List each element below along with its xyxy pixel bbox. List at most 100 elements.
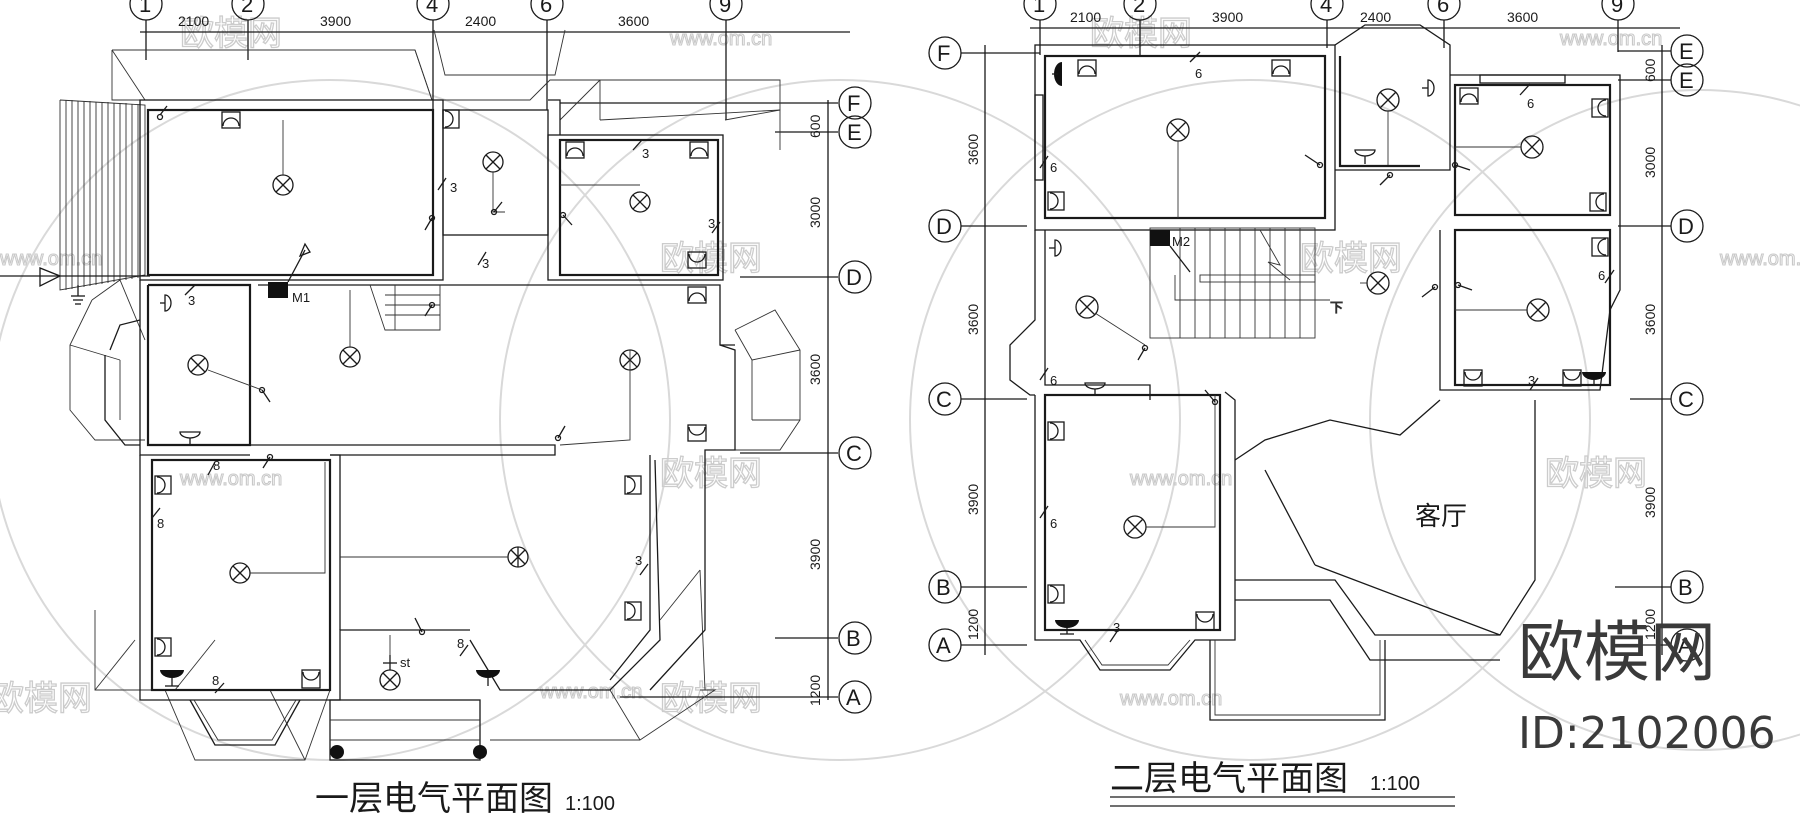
wall-lamp-icon bbox=[1354, 149, 1376, 164]
svg-text:D: D bbox=[1678, 214, 1694, 239]
brand-stamp: 欧模网 ID:2102006 bbox=[1518, 614, 1776, 759]
svg-text:F: F bbox=[937, 41, 950, 66]
svg-text:6: 6 bbox=[540, 0, 552, 17]
socket-icon bbox=[442, 109, 460, 129]
socket-icon bbox=[687, 424, 707, 442]
wire-count-labels: 6 6 6 6 6 6 3 3 bbox=[1039, 51, 1615, 643]
ceiling-lamp-icon bbox=[1526, 298, 1550, 322]
svg-text:E: E bbox=[1679, 39, 1694, 64]
floor2-right-axes: E E D C B A bbox=[1615, 34, 1704, 662]
socket-icon bbox=[221, 111, 241, 129]
socket-icon bbox=[154, 475, 172, 495]
floor2-top-axes: 1 2 4 6 9 bbox=[1023, 0, 1635, 55]
svg-text:6: 6 bbox=[1050, 373, 1057, 388]
socket-icon bbox=[1271, 59, 1291, 77]
socket-icon bbox=[1562, 369, 1582, 387]
axis-bubble-A: A bbox=[1630, 628, 1704, 662]
floor2-left-axes: F D C B A bbox=[928, 36, 1040, 662]
ceiling-lamp-icon bbox=[339, 346, 361, 368]
svg-text:3600: 3600 bbox=[965, 304, 981, 335]
axis-bubble-6: 6 bbox=[530, 0, 564, 110]
svg-text:B: B bbox=[1678, 575, 1693, 600]
svg-text:E: E bbox=[1679, 68, 1694, 93]
ceiling-lamp-icon bbox=[379, 669, 401, 691]
socket-icon bbox=[1589, 192, 1607, 212]
socket-icon bbox=[1459, 87, 1479, 105]
room-label-living: 客厅 bbox=[1415, 502, 1467, 532]
socket-icon bbox=[687, 251, 707, 269]
axis-bubble-D: D bbox=[1618, 209, 1704, 243]
svg-text:3600: 3600 bbox=[807, 354, 823, 385]
ceiling-lamp-icon bbox=[507, 546, 529, 568]
svg-text:4: 4 bbox=[1320, 0, 1332, 17]
svg-text:D: D bbox=[936, 214, 952, 239]
ceiling-lamp-icon bbox=[1075, 295, 1099, 319]
panel-label: M2 bbox=[1172, 234, 1190, 249]
wall-lamp-icon bbox=[1582, 372, 1606, 386]
floor1-electrical: M1 st 3 3 3 3 3 3 8 8 8 8 bbox=[0, 105, 721, 694]
svg-text:3600: 3600 bbox=[1642, 304, 1658, 335]
dim-3900: 3900 bbox=[1212, 9, 1243, 25]
svg-text:C: C bbox=[936, 387, 952, 412]
ceiling-lamp-icon bbox=[1520, 135, 1544, 159]
axis-bubble-A: A bbox=[838, 680, 872, 714]
axis-bubble-2: 2 bbox=[231, 0, 265, 60]
svg-text:8: 8 bbox=[457, 636, 464, 651]
distribution-panel-icon bbox=[268, 282, 288, 298]
watermark-url: www.om.cn bbox=[539, 681, 642, 703]
svg-text:6: 6 bbox=[1195, 66, 1202, 81]
floor2-interior-stair: 下 bbox=[1149, 227, 1343, 339]
wall-lamp-icon bbox=[179, 431, 201, 445]
stair-down-label: 下 bbox=[1330, 300, 1343, 315]
switch-icon bbox=[1379, 171, 1394, 186]
axis-bubble-1: 1 bbox=[1023, 0, 1057, 55]
socket-icon bbox=[1591, 237, 1609, 257]
dim-2400: 2400 bbox=[1360, 9, 1391, 25]
switch-icon bbox=[1421, 283, 1439, 298]
svg-text:C: C bbox=[1678, 387, 1694, 412]
svg-text:2: 2 bbox=[1133, 0, 1145, 17]
svg-text:6: 6 bbox=[1527, 96, 1534, 111]
switch-icon bbox=[262, 453, 274, 469]
switch-icon bbox=[424, 214, 436, 231]
floor2-scale: 1:100 bbox=[1370, 773, 1420, 795]
svg-text:600: 600 bbox=[1642, 58, 1658, 82]
switch-icon bbox=[490, 201, 503, 216]
bell-icon bbox=[1422, 79, 1435, 97]
floor1-scale: 1:100 bbox=[565, 793, 615, 813]
distribution-panel-icon bbox=[1150, 230, 1170, 246]
svg-text:8: 8 bbox=[157, 516, 164, 531]
switch-icon bbox=[1454, 281, 1473, 291]
axis-bubble-B: B bbox=[1615, 570, 1704, 604]
svg-text:1: 1 bbox=[139, 0, 151, 17]
bell-icon bbox=[1049, 239, 1062, 257]
svg-text:9: 9 bbox=[719, 0, 731, 17]
floor2-left-dims: 3600 3600 3900 1200 bbox=[965, 134, 981, 640]
svg-text:3900: 3900 bbox=[807, 539, 823, 570]
svg-text:3: 3 bbox=[1528, 373, 1535, 388]
svg-text:B: B bbox=[846, 626, 861, 651]
ceiling-lamp-icon bbox=[187, 354, 209, 376]
axis-bubble-2: 2 bbox=[1123, 0, 1157, 55]
watermark-url: www.om.cn bbox=[1129, 468, 1232, 490]
svg-text:A: A bbox=[936, 633, 951, 658]
axis-bubble-F: F bbox=[928, 36, 1040, 70]
axis-bubble-C: C bbox=[1630, 382, 1704, 416]
svg-text:1200: 1200 bbox=[1642, 609, 1658, 640]
dim-2100: 2100 bbox=[178, 13, 209, 29]
svg-text:B: B bbox=[936, 575, 951, 600]
dim-3900: 3900 bbox=[320, 13, 351, 29]
axis-bubble-D: D bbox=[928, 209, 1027, 243]
svg-text:1: 1 bbox=[1033, 0, 1045, 17]
svg-text:8: 8 bbox=[213, 458, 220, 473]
axis-bubble-B: B bbox=[928, 570, 1027, 604]
floor1-exterior-stair bbox=[59, 99, 146, 291]
axis-bubble-C: C bbox=[838, 436, 872, 470]
socket-icon bbox=[1077, 59, 1097, 77]
switch-icon bbox=[258, 386, 271, 403]
watermark-brand: 欧模网 bbox=[180, 14, 282, 54]
ceiling-lamp-icon bbox=[1166, 118, 1190, 142]
watermark-brand: 欧模网 bbox=[1300, 239, 1402, 279]
wall-lamp-icon bbox=[1084, 382, 1106, 395]
wall-lamp-icon bbox=[1055, 620, 1079, 635]
